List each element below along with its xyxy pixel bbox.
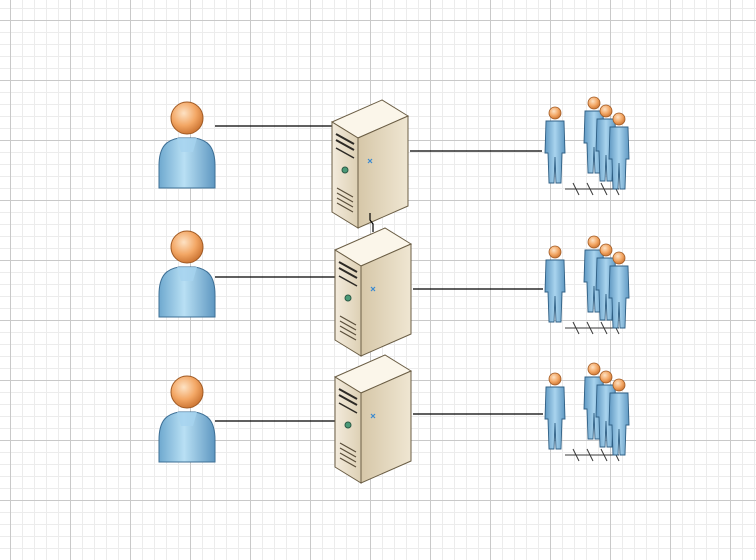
user-group-icon[interactable] [545, 236, 629, 334]
user-group-icon[interactable] [545, 363, 629, 461]
server-tower-icon[interactable] [334, 227, 412, 357]
person-icon[interactable] [158, 230, 216, 318]
connector-server1-server2 [369, 213, 374, 232]
diagram-row-3 [158, 354, 629, 484]
person-icon[interactable] [158, 101, 216, 189]
person-icon[interactable] [158, 375, 216, 463]
server-tower-icon[interactable] [331, 99, 409, 229]
server-tower-icon[interactable] [334, 354, 412, 484]
diagram-row-1 [158, 97, 629, 229]
user-group-icon[interactable] [545, 97, 629, 195]
diagram-row-2 [158, 227, 629, 357]
